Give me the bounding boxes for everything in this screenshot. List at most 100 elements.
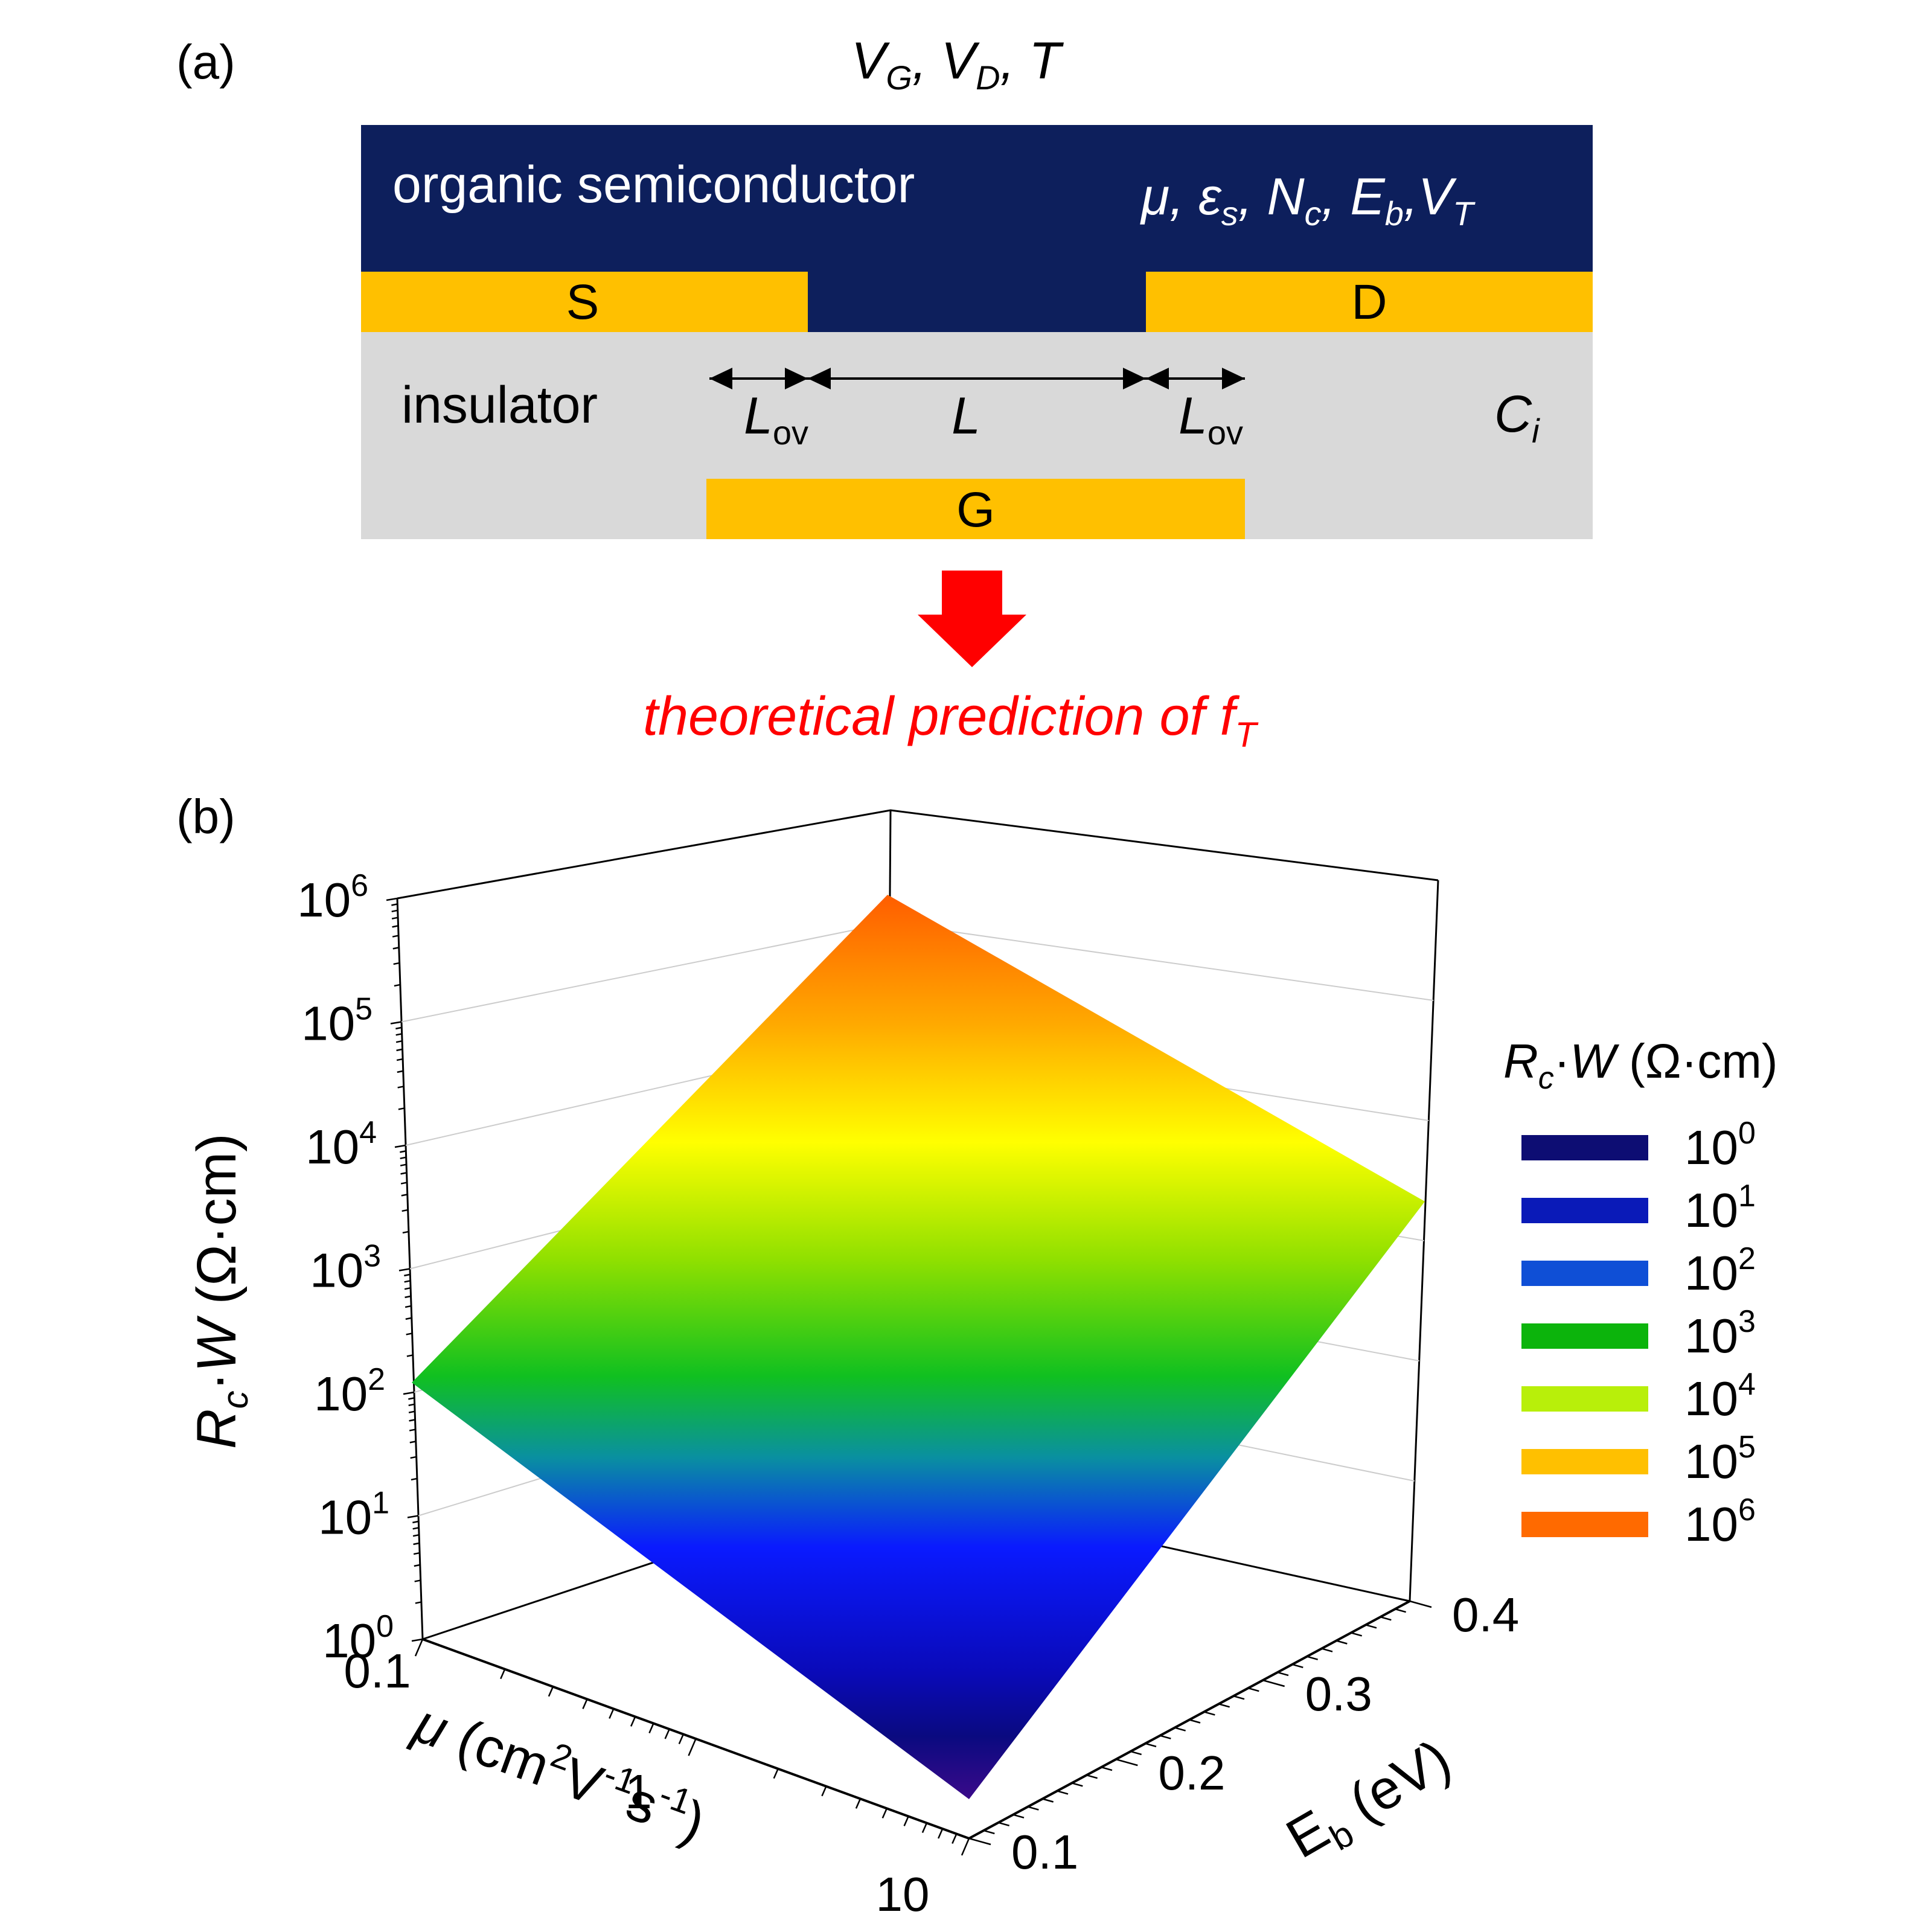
legend-label: 103 [1684,1304,1756,1363]
z-tick-label: 104 [305,1115,377,1174]
z-minor-tick [400,1182,408,1185]
z-tick-label: 105 [301,992,373,1051]
z-minor-tick [414,1564,421,1567]
mu-minor-tick [903,1815,909,1826]
mu-major-tick [961,1838,970,1856]
z-tick-label: 103 [310,1239,381,1297]
mu-major-tick [688,1738,697,1756]
z-minor-tick [414,1579,421,1582]
z-minor-tick [409,1419,415,1422]
z-tick-marks [386,897,423,1642]
z-minor-tick [397,1086,404,1089]
legend-title: Rc·W (Ω·cm) [1503,1034,1778,1096]
z-major-tick [403,1391,415,1395]
z-minor-tick [402,1230,409,1234]
eb-minor-tick [1351,1632,1363,1637]
eb-minor-tick [983,1829,995,1835]
z-minor-tick [400,1156,406,1160]
mu-minor-tick [582,1698,588,1709]
z-minor-tick [400,1163,407,1166]
mu-major-tick [414,1639,424,1657]
z-minor-tick [412,1520,419,1524]
eb-tick-label: 0.4 [1452,1588,1519,1642]
z-major-tick [407,1515,419,1518]
z-minor-tick [410,1456,417,1459]
eb-major-tick [1409,1600,1432,1608]
mu-minor-tick [952,1833,958,1844]
z-minor-tick [391,916,398,920]
mu-tick-label: 10 [876,1867,930,1921]
z-minor-tick [394,984,401,987]
z-major-tick [411,1638,423,1642]
eb-minor-tick [1247,1687,1259,1692]
eb-minor-tick [1086,1774,1098,1779]
z-minor-tick [395,1033,402,1036]
legend-swatch [1521,1198,1648,1223]
eb-major-tick [1262,1679,1285,1687]
mu-axis-title: μ (cm2V-1s-1) [405,1687,714,1854]
z-minor-tick [408,1410,415,1413]
eb-minor-tick [1291,1663,1303,1669]
overlap-length-right: Lov [1179,387,1243,452]
z-minor-tick [392,925,398,928]
z-tick-label: 100 [322,1609,394,1668]
top-variables: VG, VD, T [851,32,1064,97]
eb-tick-label: 0.3 [1305,1667,1372,1721]
legend-label: 102 [1684,1241,1756,1300]
z-axis-title: Rc·W (Ω·cm) [186,1133,255,1449]
source-label: S [566,275,600,330]
legend-label: 100 [1684,1116,1756,1174]
z-minor-tick [408,1397,415,1400]
eb-minor-tick [1233,1695,1245,1700]
eb-minor-tick [1277,1671,1289,1677]
eb-minor-tick [1395,1608,1407,1613]
legend-swatch [1521,1512,1648,1537]
mu-tick-marks [414,1639,970,1856]
eb-axis-title: Eb (eV) [1276,1728,1465,1877]
surface-plot [412,895,1425,1799]
legend-label: 104 [1684,1367,1756,1425]
eb-minor-tick [1145,1742,1157,1748]
eb-tick-labels: 0.10.20.30.4 [1011,1588,1519,1879]
dimension-arrows [709,368,1245,389]
z-minor-tick [392,935,399,938]
z-major-tick [390,1021,402,1025]
eb-minor-tick [1189,1719,1201,1724]
mu-minor-tick [500,1669,506,1680]
panel-b-label: (b) [176,790,235,843]
z-minor-tick [395,1026,402,1030]
eb-minor-tick [1203,1711,1215,1716]
gate-label: G [956,482,995,537]
eb-minor-tick [1307,1655,1319,1660]
legend-swatch [1521,1386,1648,1412]
z-minor-tick [406,1354,414,1357]
eb-minor-tick [1380,1616,1392,1621]
z-minor-tick [412,1527,419,1530]
mu-minor-tick [821,1786,827,1797]
eb-minor-tick [1321,1648,1333,1652]
drain-label: D [1351,275,1387,330]
drain-electrode [1146,272,1593,332]
z-minor-tick [413,1542,420,1546]
eb-minor-tick [998,1822,1010,1827]
eb-tick-label: 0.2 [1158,1746,1225,1800]
z-minor-tick [392,947,400,950]
prediction-text: theoretical prediction of fT [643,686,1259,755]
legend-label: 101 [1684,1179,1756,1237]
eb-minor-tick [1012,1814,1025,1818]
z-minor-tick [405,1305,412,1308]
z-minor-tick [408,1403,415,1407]
z-minor-tick [405,1317,412,1320]
z-minor-tick [401,1194,408,1197]
mu-minor-tick [664,1729,670,1739]
mu-minor-tick [678,1733,684,1744]
panel-a-label: (a) [176,35,235,89]
z-minor-tick [404,1287,411,1290]
z-minor-tick [411,1477,418,1481]
z-major-tick [398,1268,411,1271]
mu-minor-tick [648,1722,654,1733]
